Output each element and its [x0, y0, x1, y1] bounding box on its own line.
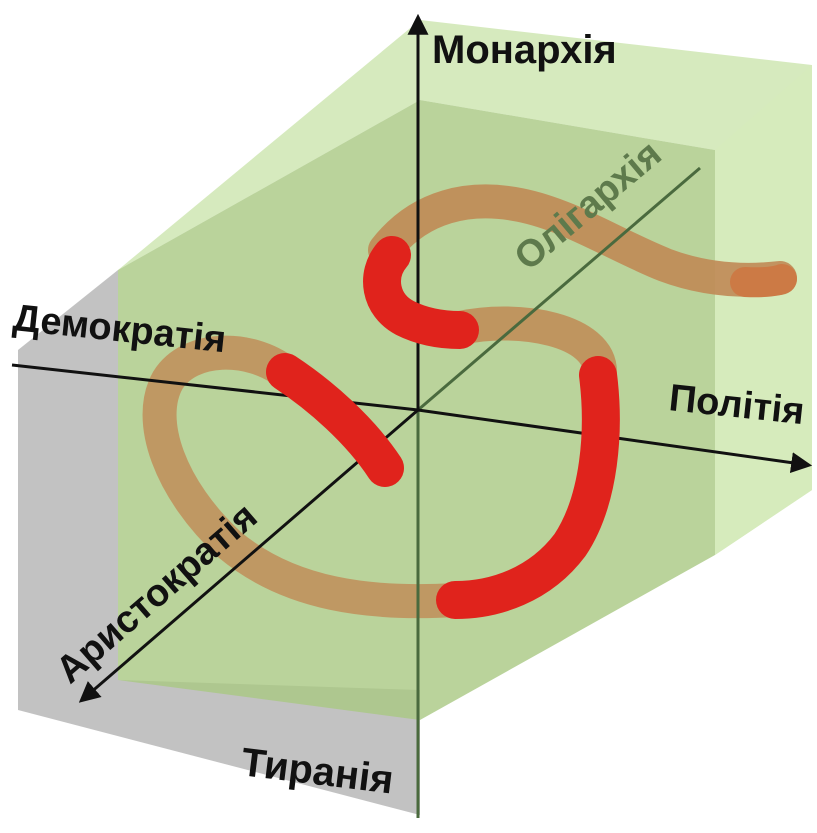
cube-back-lower [715, 65, 812, 555]
faded-curve-tail [745, 279, 782, 282]
label-monarchy: Монархія [432, 28, 617, 72]
